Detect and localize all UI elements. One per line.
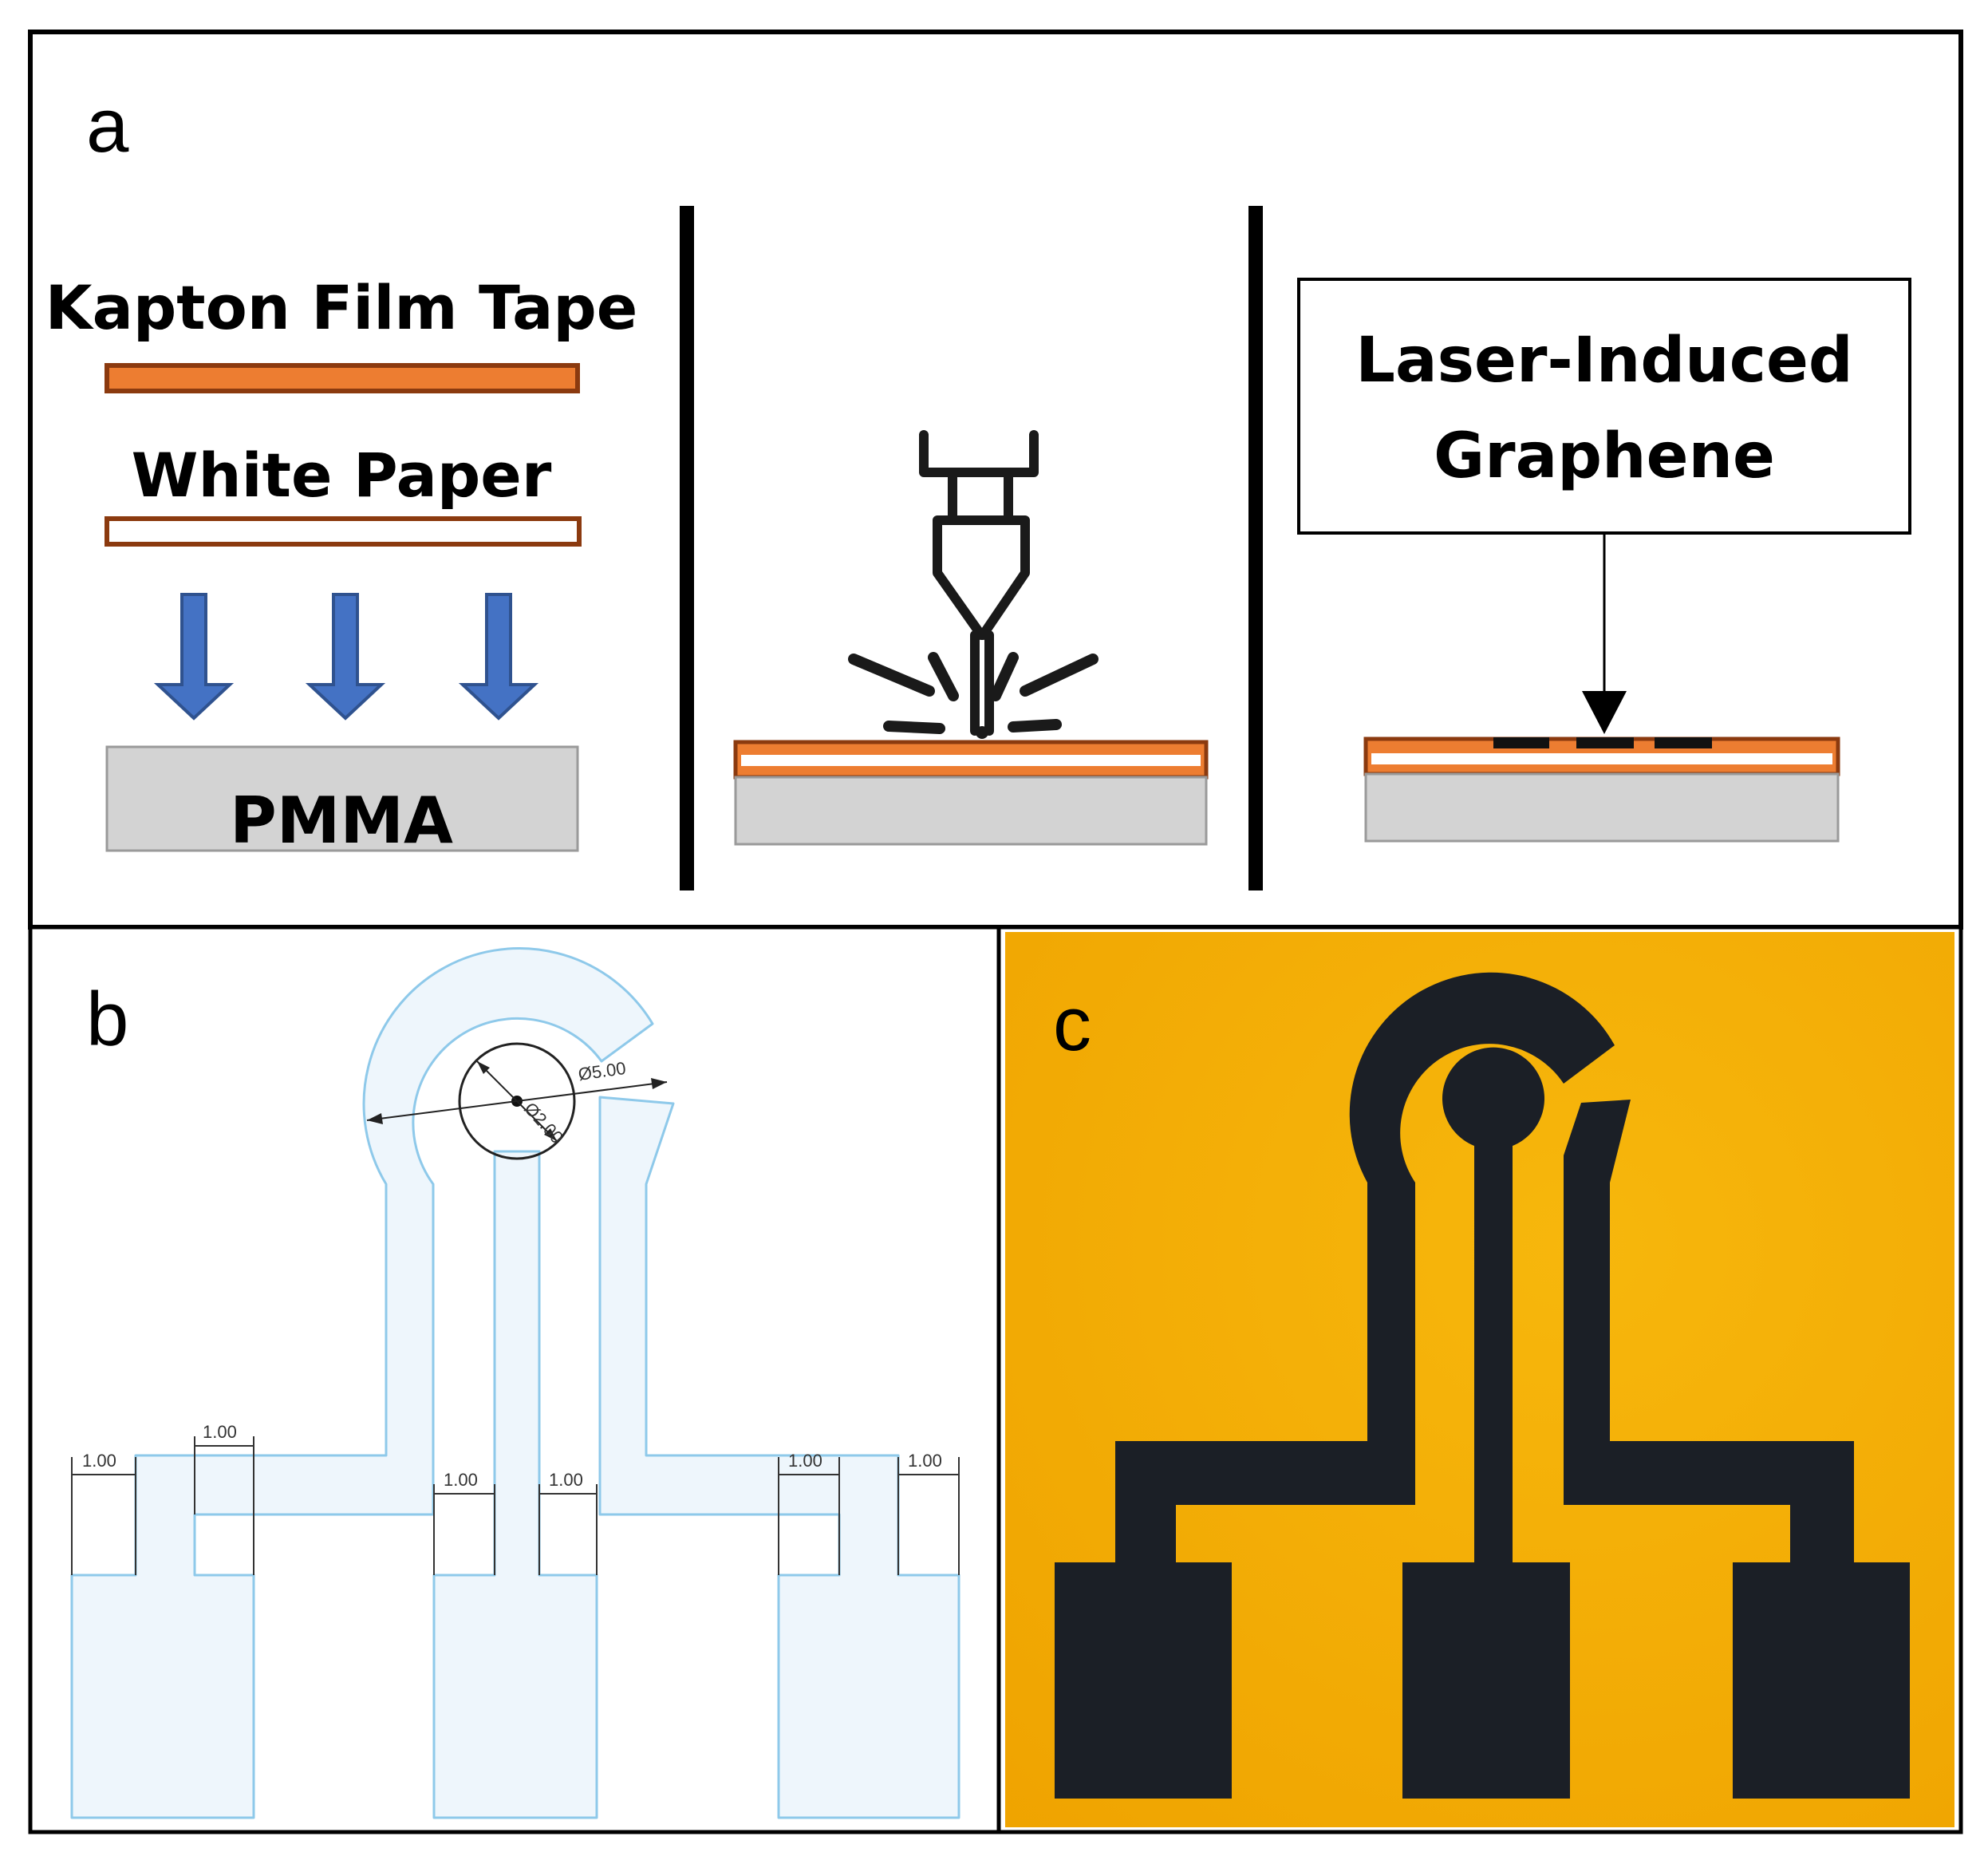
width-label: 1.00 (82, 1451, 116, 1471)
panel-c-label: c (1053, 981, 1091, 1067)
pointer-arrowhead-icon (1582, 691, 1627, 734)
panel-a: a Kapton Film Tape White Paper PMMA (28, 30, 1963, 930)
counter-electrode-outline (70, 947, 654, 1819)
divider-line (680, 206, 694, 890)
dim-arrow-icon (651, 1078, 667, 1089)
laser-head-icon (919, 430, 1039, 736)
graphene-region (1655, 737, 1712, 748)
white-paper-layer (1371, 753, 1832, 764)
width-label: 1.00 (788, 1451, 822, 1471)
dim-arrow-icon (367, 1113, 383, 1124)
width-label: 1.00 (444, 1470, 478, 1490)
graphene-region (1576, 737, 1634, 748)
down-arrow-icon (153, 593, 235, 721)
panel-b-label: b (86, 977, 128, 1062)
graphene-region (1493, 737, 1549, 748)
width-dimensions (71, 1436, 960, 1575)
lig-label-box (1297, 278, 1911, 535)
panel-b: b Ø5.00 Ø2.00 1.00 1.00 (28, 925, 1004, 1834)
working-electrode (1402, 1047, 1570, 1799)
down-arrow-icon (458, 593, 539, 721)
diameter-line (476, 1060, 558, 1142)
white-paper-layer (741, 755, 1201, 766)
width-label: 1.00 (203, 1422, 237, 1442)
counter-electrode (1055, 972, 1615, 1799)
pmma-label: PMMA (230, 784, 453, 858)
paper-label: White Paper (132, 440, 552, 511)
step-3-result: Laser-Induced Graphene (1297, 278, 1911, 843)
kapton-film-layer (105, 363, 580, 393)
step-2-laser (733, 430, 1209, 846)
laser-spot (976, 726, 988, 739)
dim-arrow-icon (477, 1061, 490, 1074)
lig-electrode-photo (1055, 972, 1910, 1799)
laser-spark-icon (848, 652, 1099, 734)
dim-arrow-icon (544, 1128, 557, 1141)
width-label: 1.00 (908, 1451, 942, 1471)
working-electrode-outline (432, 1150, 598, 1819)
down-arrow-icon (305, 593, 386, 721)
divider-line (1248, 206, 1263, 890)
reference-electrode (1564, 1100, 1910, 1799)
pmma-substrate (105, 745, 579, 852)
width-label: 1.00 (549, 1470, 583, 1490)
step-1-layers: Kapton Film Tape White Paper PMMA (45, 272, 638, 858)
kapton-label: Kapton Film Tape (45, 272, 638, 343)
pmma-substrate (734, 776, 1208, 846)
white-paper-layer (105, 516, 582, 547)
panel-a-label: a (86, 83, 129, 168)
dimension-circle (458, 1042, 576, 1160)
lig-label-line1: Laser-Induced (1355, 325, 1852, 397)
pmma-substrate (1364, 772, 1840, 843)
lig-label-line2: Graphene (1434, 421, 1775, 492)
panel-c: c (996, 925, 1963, 1834)
